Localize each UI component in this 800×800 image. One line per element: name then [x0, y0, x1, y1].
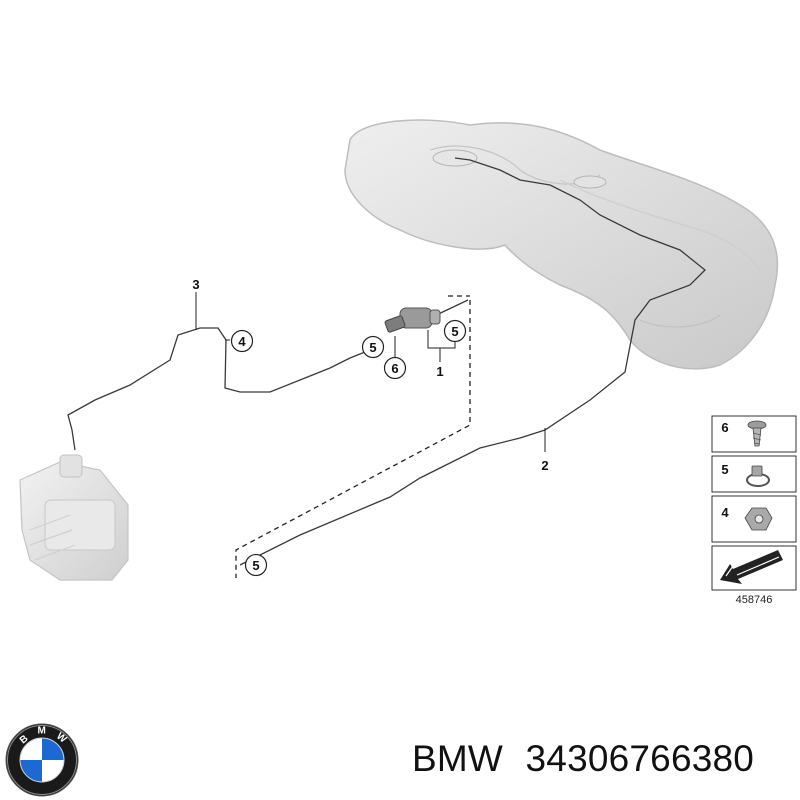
- callout-label: 5: [369, 340, 376, 355]
- fuel-tank: [344, 119, 779, 370]
- leader-lines: [195, 292, 546, 452]
- callout-label: 4: [238, 334, 246, 349]
- bmw-logo: B M W: [5, 723, 79, 797]
- part-caption: BMW 34306766380: [412, 738, 792, 780]
- legend-row-clip: 4: [721, 505, 773, 531]
- part-number: 34306766380: [525, 738, 755, 779]
- callout-5-right: 5: [443, 319, 467, 343]
- hose-clamp-icon: [746, 465, 770, 487]
- assembly-boundary: [235, 295, 471, 578]
- parts-legend: 6 5 4: [711, 415, 797, 606]
- auxiliary-heater: [19, 454, 129, 581]
- callout-5-bottom: 5: [244, 553, 268, 577]
- callout-3: 3: [192, 277, 199, 292]
- callout-label: 6: [391, 361, 398, 376]
- callout-label: 5: [451, 324, 458, 339]
- callout-2: 2: [541, 458, 548, 473]
- callout-label: 3: [192, 277, 199, 292]
- reference-number: 458746: [736, 594, 773, 606]
- legend-label: 5: [721, 462, 728, 477]
- brand-name: BMW: [412, 738, 504, 779]
- legend-label: 6: [721, 420, 728, 435]
- fuel-line-front: [239, 157, 706, 566]
- direction-arrow-icon: [720, 550, 783, 584]
- callout-6: 6: [383, 356, 407, 380]
- screw-icon: [747, 420, 767, 447]
- svg-text:M: M: [38, 726, 46, 737]
- filter-valve: [384, 307, 441, 333]
- callout-label: 5: [252, 558, 259, 573]
- callout-4: 4: [230, 329, 254, 353]
- legend-label: 4: [721, 505, 729, 520]
- legend-row-clamp: 5: [721, 462, 770, 487]
- callout-label: 2: [541, 458, 548, 473]
- callout-1: 1: [436, 364, 443, 379]
- callout-5-left: 5: [361, 335, 385, 359]
- legend-row-screw: 6: [721, 420, 767, 447]
- legend-row-direction: [720, 550, 783, 584]
- callout-label: 1: [436, 364, 443, 379]
- clip-icon: [744, 507, 773, 531]
- fuel-line-rear: [67, 327, 366, 451]
